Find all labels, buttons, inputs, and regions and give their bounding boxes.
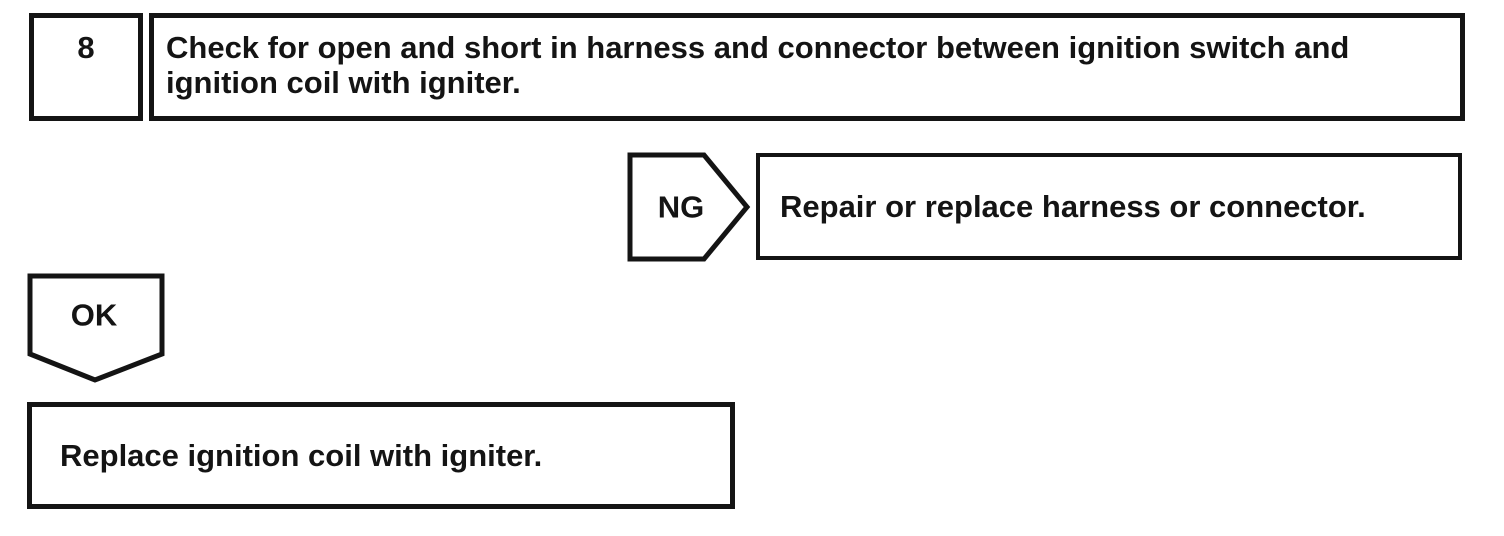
ok-arrow-shape [27, 273, 165, 383]
step-number-box: 8 [29, 13, 143, 121]
ng-connector-label: NG [658, 190, 705, 225]
ok-connector-arrow: OK [27, 273, 165, 383]
ng-action-text: Repair or replace harness or connector. [780, 189, 1366, 224]
ok-action-text: Replace ignition coil with igniter. [60, 438, 543, 473]
step-instruction-text: Check for open and short in harness and … [166, 30, 1350, 100]
ng-connector-arrow: NG [627, 152, 751, 262]
ng-action-box: Repair or replace harness or connector. [756, 153, 1462, 260]
ok-action-box: Replace ignition coil with igniter. [27, 402, 735, 509]
ok-connector-label: OK [71, 298, 118, 333]
step-instruction-box: Check for open and short in harness and … [149, 13, 1465, 121]
ng-arrow-shape [627, 152, 751, 262]
step-number: 8 [77, 30, 95, 65]
